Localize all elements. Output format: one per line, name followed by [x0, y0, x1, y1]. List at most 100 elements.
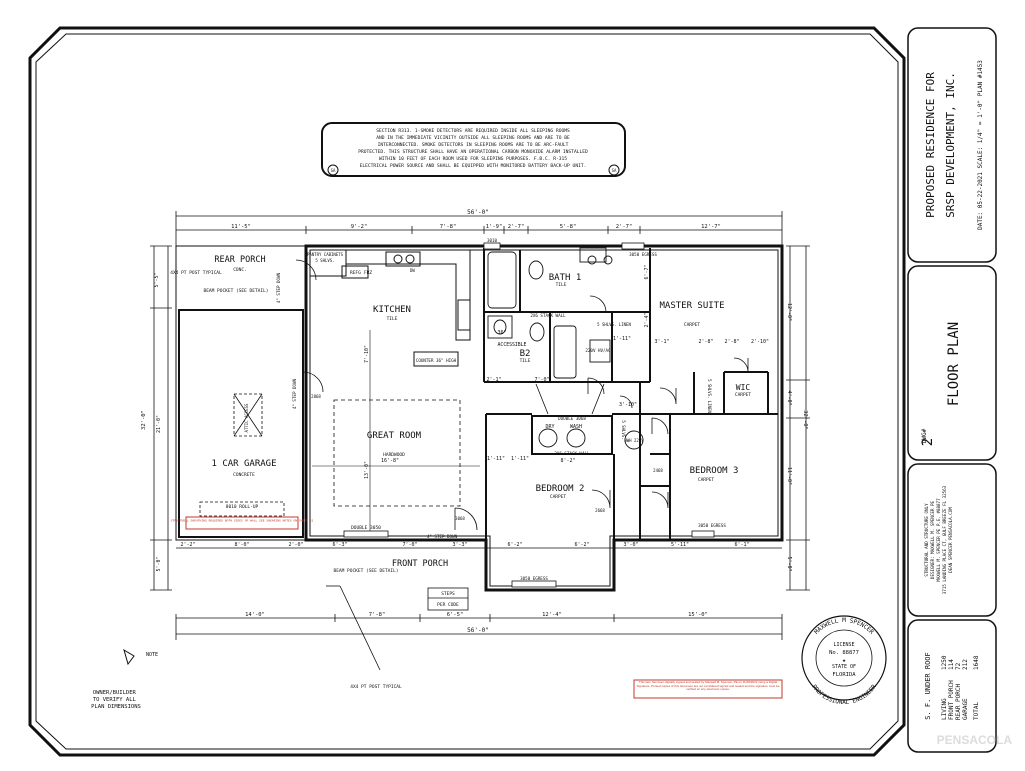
- engineer-seal: MAXWELL M SPENCER PROFESSIONAL ENGINEER …: [801, 615, 887, 706]
- dim-interior: 13'-0": [364, 461, 370, 479]
- label-step-down-3: 4" STEP DOWN: [427, 534, 458, 539]
- designer-line-4: 3715 LANDING PLACE CT, GULF BREEZE FL 32…: [942, 485, 947, 594]
- dim-left: 32'-0": [141, 410, 147, 430]
- label-frz: FRZ: [364, 270, 372, 276]
- room-bath1: BATH 1: [549, 273, 582, 283]
- room-bedroom3: BEDROOM 3: [690, 466, 739, 476]
- label-egress-master: 3050 EGRESS: [629, 252, 657, 257]
- label-rollup: 8010 ROLL-UP: [226, 504, 259, 510]
- dim-inner: 6'-2": [574, 542, 589, 548]
- label-shelves-linen-2: 5 SHLVS.: [621, 420, 626, 439]
- dim-inner: 2'-0": [288, 542, 303, 548]
- great-room-ceiling-outline: [333, 399, 461, 507]
- dim-right: 4'-0": [786, 390, 792, 405]
- dim-top-total: 56'-0": [467, 209, 489, 216]
- dim-inner: 8'-0": [234, 542, 249, 548]
- dim-left: 5'-5": [154, 272, 160, 287]
- label-shelves-linen: 5 SHLVS. LINEN: [597, 322, 631, 327]
- label-hwh: HWH 220V: [624, 438, 644, 443]
- label-hvac: 220V HV/AC: [585, 348, 611, 353]
- project-line-2: SRSP DEVELOPMENT, INC.: [944, 72, 957, 218]
- label-door-3068: 3068: [455, 516, 465, 521]
- area-label: REAR PORCH: [955, 683, 962, 720]
- dimension-lines: [150, 211, 810, 640]
- label-counter: COUNTER 36" HIGH: [416, 358, 457, 363]
- room-bedroom2: BEDROOM 2: [536, 484, 585, 494]
- garage-items: [199, 393, 285, 517]
- owner-note-line: OWNER/BUILDER TO VERIFY ALL PLAN DIMENSI…: [91, 690, 141, 710]
- area-title: S. F. UNDER ROOF: [924, 652, 932, 719]
- room-wic: WIC: [736, 383, 751, 392]
- dim-inner: 5'-11": [671, 542, 689, 548]
- room-labels: REAR PORCH CONC. KITCHEN TILE GREAT ROOM…: [211, 255, 751, 569]
- seal-star: ★: [842, 657, 846, 664]
- dimension-texts: 56'-0" 11'-5" 9'-2" 7'-8" 1'-9" 2'-7" 5'…: [141, 209, 808, 634]
- small-labels: PANTRY CABINETS 5 SHLVS. REFG FRZ COUNTE…: [170, 238, 726, 690]
- label-door-2668: 2668: [595, 508, 605, 513]
- label-pantry-2: 5 SHLVS.: [315, 258, 334, 263]
- area-label: LIVING: [941, 698, 948, 720]
- room-master-sub: CARPET: [684, 322, 701, 328]
- label-double-3050: DOUBLE 3050: [351, 525, 381, 531]
- designer-line-3: MAXWELL M. SPENCER PE P.E. #88877: [936, 498, 941, 582]
- dim-right: 11'-0": [786, 467, 792, 485]
- watermark-logo: PENSACOLA: [937, 733, 1013, 747]
- label-step-down-1: 4" STEP DOWN: [276, 272, 281, 303]
- dim-interior: 6'-7": [644, 264, 650, 279]
- signature-note: This item has been digitally signed and …: [636, 681, 780, 692]
- dim-interior: 36": [497, 330, 506, 336]
- windows: [343, 242, 715, 588]
- dwg-number: 2: [920, 438, 936, 446]
- dim-right: 5'-0": [786, 556, 792, 571]
- dim-inner: 6'-3": [332, 542, 347, 548]
- interior-dims: 16'-8" 13'-0" 7'-10" 7'-0" 2'-1" 8'-2" 1…: [364, 264, 769, 479]
- dim-top-seg: 1'-9": [486, 224, 503, 230]
- dim-interior: 1'-11": [487, 456, 505, 462]
- seal-license: LICENSE: [833, 642, 854, 648]
- dim-interior: 2'-8": [698, 339, 713, 345]
- room-master: MASTER SUITE: [659, 301, 724, 311]
- smoke-symbol-right: SA: [612, 168, 617, 173]
- structural-note: STRUCTURAL SHEATHING REQUIRED BOTH SIDES…: [171, 519, 314, 523]
- dim-interior: 3'-10": [619, 402, 637, 408]
- dim-interior: 7'-0": [534, 377, 549, 383]
- dim-interior: 2'-1": [486, 377, 501, 383]
- area-value: 1250: [941, 655, 948, 670]
- bath-fixtures: [487, 247, 644, 450]
- area-label: TOTAL: [973, 702, 980, 720]
- dim-inner: 3'-3": [452, 542, 467, 548]
- owner-note: NOTE OWNER/BUILDER TO VERIFY ALL PLAN DI…: [91, 648, 158, 710]
- dim-top-seg: 11'-5": [231, 224, 251, 230]
- dim-bottom-seg: 12'-4": [542, 612, 562, 618]
- dim-inner: 2'-2": [180, 542, 195, 548]
- seal-state-name: FLORIDA: [832, 672, 856, 678]
- label-post-top: 4X4 PT POST TYPICAL: [170, 270, 222, 276]
- notice-line-3: INTERCONNECTED. SMOKE DETECTORS IN SLEEP…: [378, 142, 569, 148]
- dim-top-seg: 7'-8": [440, 224, 457, 230]
- label-beam-pocket-bot: BEAM POCKET (SEE DETAIL): [333, 568, 398, 574]
- room-rear-porch-sub: CONC.: [233, 267, 247, 273]
- area-rows: LIVING 1250 FRONT PORCH 114 REAR PORCH 7…: [941, 655, 980, 720]
- area-value: 72: [955, 662, 962, 670]
- dim-left: 21'-0": [156, 415, 162, 433]
- label-double-3068: DOUBLE 3068: [558, 416, 586, 421]
- dim-bottom-seg: 6'-5": [447, 612, 464, 618]
- notice-line-4: PROTECTED. THIS STRUCTURE SHALL HAVE AN …: [358, 149, 588, 155]
- title-block: PROPOSED RESIDENCE FOR SRSP DEVELOPMENT,…: [907, 27, 997, 753]
- dim-top-seg: 5'-8": [560, 224, 577, 230]
- area-label: GARAGE: [962, 698, 969, 720]
- room-great-room-sub: HARDWOOD: [383, 452, 405, 458]
- area-value: 1648: [973, 655, 980, 670]
- note-title: NOTE: [146, 652, 158, 658]
- dwg-label: DWG#: [921, 428, 928, 443]
- interior-walls: [483, 248, 778, 586]
- dim-interior: 1'-11": [613, 336, 631, 342]
- label-step-down-2: 4" STEP DOWN: [292, 378, 297, 409]
- label-dw: DW: [410, 268, 415, 273]
- label-post-bot: 4X4 PT POST TYPICAL: [350, 684, 402, 690]
- room-b2: B2: [520, 349, 531, 359]
- room-bedroom3-sub: CARPET: [698, 477, 715, 483]
- room-great-room: GREAT ROOM: [367, 431, 422, 441]
- smoke-symbol-left: SA: [331, 168, 336, 173]
